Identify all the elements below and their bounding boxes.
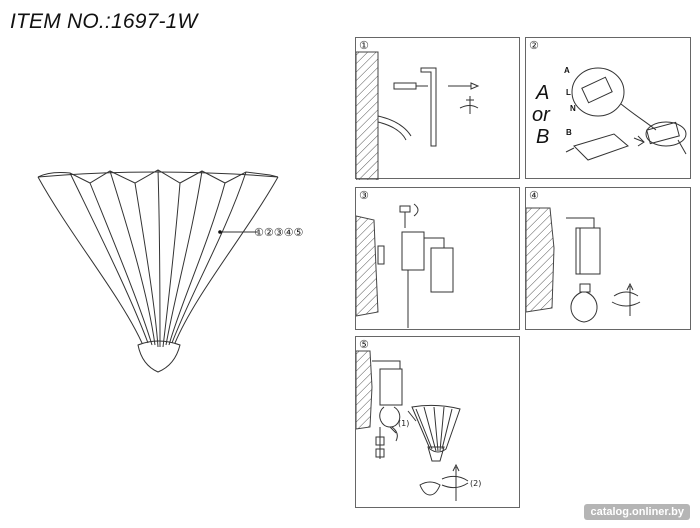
step-3-number: ③ (359, 189, 369, 202)
step-5-callout-1: (1) (398, 419, 410, 428)
step-3-panel: ③ (355, 187, 520, 330)
choice-b-label: B (536, 126, 550, 148)
choice-or-label: or (532, 104, 550, 126)
step-3-diagram (356, 203, 454, 328)
step-4-number: ④ (529, 189, 539, 202)
wire-label-n: N (570, 104, 576, 113)
step-1-number: ① (359, 39, 369, 52)
step-5-diagram (356, 350, 469, 501)
wire-label-l: L (566, 88, 571, 97)
item-number-title: ITEM NO.:1697-1W (10, 10, 198, 33)
watermark-text: catalog.onliner.by (584, 504, 690, 520)
step-2-diagram (565, 67, 687, 161)
parts-callout-label: ①②③④⑤ (254, 226, 304, 239)
wire-label-b: B (566, 128, 572, 137)
lampshade-drawing (37, 169, 279, 373)
step-5-panel: ⑤ (1) (2) (355, 336, 520, 508)
step-5-number: ⑤ (359, 338, 369, 351)
choice-a-label: A (536, 82, 550, 104)
wire-label-a: A (564, 66, 570, 75)
step-1-panel: ① (355, 37, 520, 180)
step-2-panel: ② A or B A L N B (525, 37, 691, 179)
step-4-diagram (526, 207, 641, 323)
step-4-panel: ④ (525, 187, 691, 330)
step-1-diagram (356, 51, 480, 180)
step-5-callout-2: (2) (470, 479, 482, 488)
step-2-number: ② (529, 39, 539, 52)
